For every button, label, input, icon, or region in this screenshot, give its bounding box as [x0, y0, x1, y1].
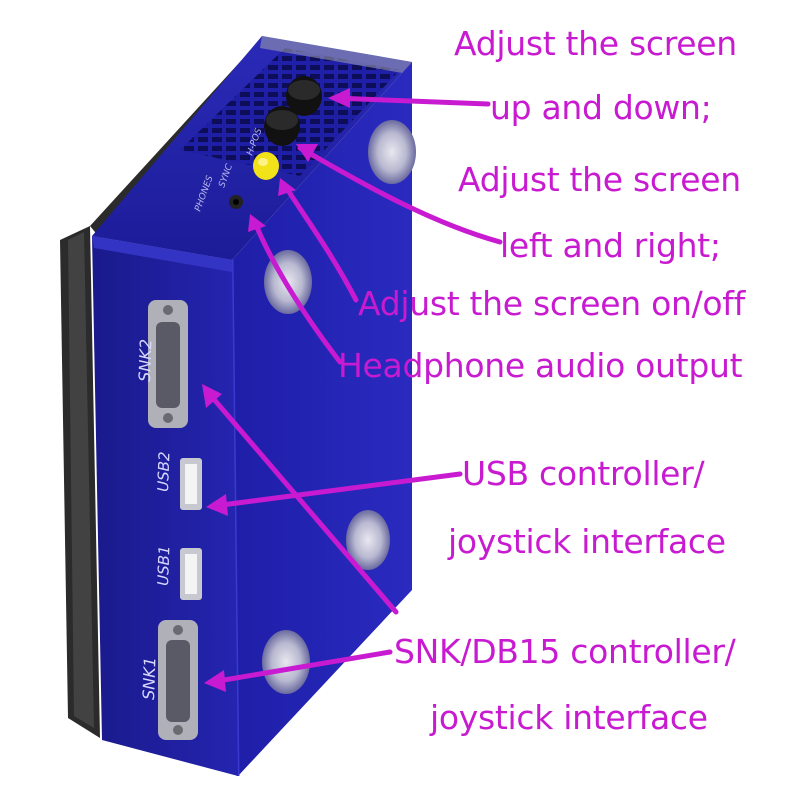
label-usb-line2: joystick interface	[448, 522, 726, 561]
label-adjust-horizontal-line2: left and right;	[500, 226, 721, 265]
headphone-jack	[229, 195, 243, 209]
rubber-feet	[262, 120, 416, 694]
snk2-port	[148, 300, 188, 428]
arrow-horizontal-adjust	[297, 145, 503, 245]
snk1-port	[158, 620, 198, 740]
arrow-headphone	[251, 217, 343, 365]
arrow-usb2	[211, 471, 463, 509]
label-headphone-output: Headphone audio output	[338, 346, 743, 385]
knob-vertical	[286, 76, 322, 116]
label-snk-line2: joystick interface	[430, 698, 708, 737]
arrow-vertical-adjust	[331, 95, 491, 107]
arrow-head-power	[278, 178, 296, 196]
label-adjust-vertical-line1: Adjust the screen	[454, 24, 737, 63]
snk2-label: SNK2	[135, 339, 155, 382]
knob-horizontal	[264, 106, 300, 146]
usb2-port	[180, 458, 202, 510]
label-snk-line1: SNK/DB15 controller/	[394, 632, 736, 671]
annotation-arrows	[202, 88, 503, 692]
label-adjust-horizontal-line1: Adjust the screen	[458, 160, 741, 199]
arrow-head-vertical	[328, 88, 350, 108]
label-adjust-vertical-line2: up and down;	[490, 88, 712, 127]
arrow-power-button	[281, 181, 359, 303]
arrow-snk1	[209, 649, 393, 685]
snk1-label: SNK1	[139, 657, 159, 700]
arrow-snk2	[203, 387, 399, 615]
usb1-label: USB1	[154, 545, 173, 586]
arrow-head-snk1	[204, 670, 226, 692]
usb2-label: USB2	[154, 451, 173, 492]
front-panel	[92, 236, 238, 776]
arrow-head-horizontal	[296, 144, 318, 162]
usb1-port	[180, 548, 202, 600]
arrow-head-headphone	[248, 214, 266, 232]
power-button	[253, 152, 279, 180]
label-usb-line1: USB controller/	[462, 454, 705, 493]
arrow-head-usb2	[206, 494, 228, 516]
label-screen-onoff: Adjust the screen on/off	[358, 284, 745, 323]
arrow-head-snk2	[202, 384, 222, 408]
